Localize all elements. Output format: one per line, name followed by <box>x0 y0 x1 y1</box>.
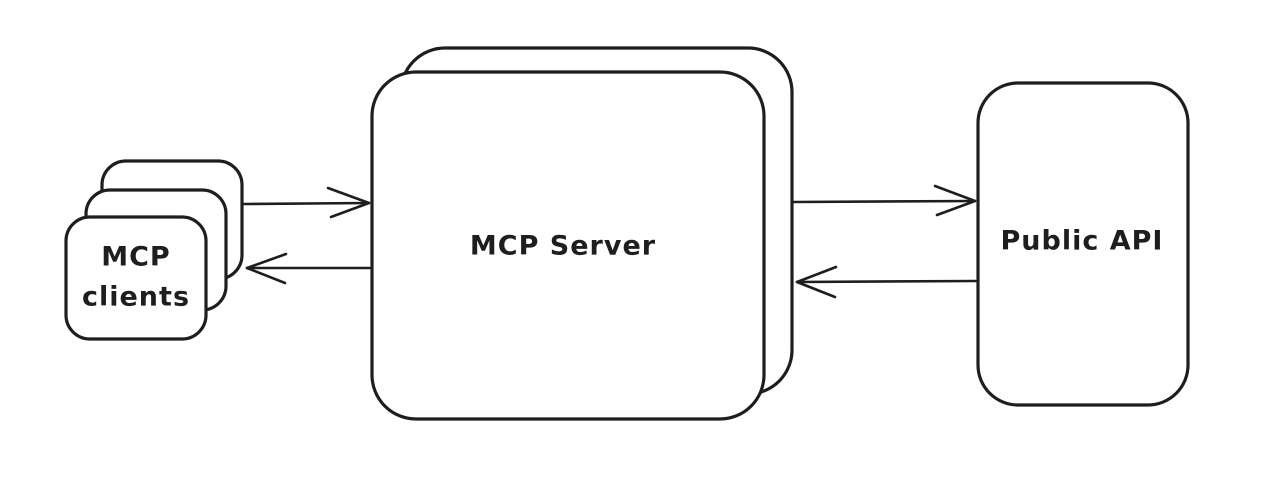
arrow-server-to-clients-head <box>245 252 288 285</box>
arrow-clients-to-server <box>242 186 371 219</box>
mcp-clients-node: MCP clients <box>64 159 244 341</box>
arrow-api-to-server-head <box>795 265 838 299</box>
arrow-server-to-api <box>792 184 977 217</box>
arrow-server-to-api-line <box>792 199 977 204</box>
clients-label-line2: clients <box>82 282 190 313</box>
api-card <box>976 81 1190 407</box>
arrow-server-to-clients <box>245 252 372 285</box>
arrow-clients-to-server-head <box>326 186 371 219</box>
public-api-node: Public API <box>976 81 1190 407</box>
api-label: Public API <box>1001 226 1164 257</box>
clients-label-line1: MCP <box>101 242 170 273</box>
server-label: MCP Server <box>470 231 656 262</box>
arrow-api-to-server-line <box>795 279 978 284</box>
client-card-front <box>64 215 208 341</box>
server-card-front <box>370 70 766 421</box>
arrow-clients-to-server-line <box>242 201 371 206</box>
mcp-server-node: MCP Server <box>370 46 794 421</box>
arrow-api-to-server <box>795 265 978 299</box>
arrow-server-to-api-head <box>933 184 977 217</box>
